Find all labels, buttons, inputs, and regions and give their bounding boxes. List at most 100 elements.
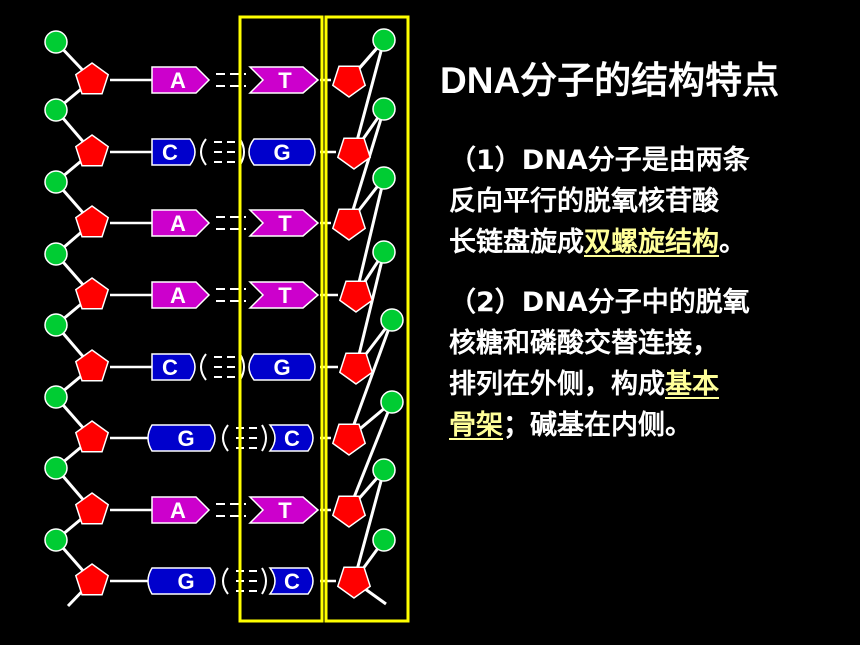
point-1-period: 。 — [719, 227, 746, 258]
deoxyribose-sugar-right — [338, 352, 374, 385]
deoxyribose-sugar-right — [338, 280, 374, 313]
base-edge — [200, 353, 207, 381]
phosphate-right — [372, 528, 396, 552]
phosphate-right — [380, 308, 404, 332]
point-2-line-2: 核糖和磷酸交替连接， — [449, 328, 719, 359]
base-label-right: T — [278, 68, 292, 93]
phosphate-right — [372, 28, 396, 52]
deoxyribose-sugar-right — [336, 137, 372, 170]
base-right-C — [268, 424, 314, 452]
inner-base-frame — [238, 15, 324, 623]
base-edge — [222, 424, 229, 452]
base-left-C — [151, 353, 196, 381]
base-label-left: G — [177, 426, 194, 451]
deoxyribose-sugar-right — [331, 208, 367, 241]
point-2-line-4-text: ；碱基在内侧。 — [503, 410, 692, 441]
base-edge — [200, 138, 207, 166]
deoxyribose-sugar-right — [336, 566, 372, 599]
base-edge — [222, 567, 229, 595]
basic-skeleton-highlight-1: 基本 — [665, 369, 719, 400]
base-label-left: A — [170, 283, 186, 308]
phosphate-left — [44, 242, 68, 266]
deoxyribose-sugar-left — [74, 62, 110, 95]
base-label-left: G — [177, 569, 194, 594]
point-2-line-3-text: 排列在外侧，构成 — [449, 369, 665, 400]
point-1-line-3: 长链盘旋成双螺旋结构。 — [449, 222, 849, 263]
base-label-left: C — [162, 355, 178, 380]
right-backbone-link — [354, 177, 386, 296]
base-label-right: G — [273, 355, 290, 380]
deoxyribose-sugar-right — [331, 423, 367, 456]
base-label-right: C — [284, 426, 300, 451]
right-backbone-link — [354, 251, 386, 368]
phosphate-left — [44, 313, 68, 337]
point-1-line-1: （1）DNA分子是由两条 — [449, 145, 750, 176]
base-left-A — [151, 209, 211, 237]
base-label-right: C — [284, 569, 300, 594]
point-2-line-4: 骨架；碱基在内侧。 — [449, 405, 849, 446]
base-right-T — [248, 66, 320, 94]
double-helix-highlight: 双螺旋结构 — [584, 227, 719, 258]
outer-strand-frame — [324, 15, 410, 623]
base-right-G — [248, 353, 316, 381]
right-backbone-link — [347, 108, 386, 224]
base-label-left: A — [170, 211, 186, 236]
base-left-C — [151, 138, 196, 166]
deoxyribose-sugar-left — [74, 492, 110, 525]
base-left-G — [147, 567, 216, 595]
deoxyribose-sugar-left — [74, 420, 110, 453]
base-left-A — [151, 496, 211, 524]
base-left-A — [151, 66, 211, 94]
point-2-line-1: （2）DNA分子中的脱氧 — [449, 287, 750, 318]
right-backbone-link — [347, 401, 394, 511]
deoxyribose-sugar-left — [74, 563, 110, 596]
deoxyribose-sugar-left — [74, 349, 110, 382]
point-1-line-3-text: 长链盘旋成 — [449, 227, 584, 258]
base-left-A — [151, 281, 211, 309]
phosphate-left — [44, 385, 68, 409]
base-edge — [261, 567, 267, 595]
base-label-left: A — [170, 498, 186, 523]
point-1-text: （1）DNA分子是由两条 反向平行的脱氧核苷酸 长链盘旋成双螺旋结构。 — [449, 140, 849, 263]
base-left-G — [147, 424, 216, 452]
phosphate-left — [44, 528, 68, 552]
deoxyribose-sugar-right — [331, 65, 367, 98]
base-right-T — [248, 496, 320, 524]
base-label-left: A — [170, 68, 186, 93]
slide-title: DNA分子的结构特点 — [440, 60, 780, 101]
phosphate-right — [372, 97, 396, 121]
base-label-right: G — [273, 140, 290, 165]
deoxyribose-sugar-left — [74, 205, 110, 238]
base-label-right: T — [278, 283, 292, 308]
phosphate-right — [372, 458, 396, 482]
phosphate-left — [44, 170, 68, 194]
base-right-C — [268, 567, 314, 595]
deoxyribose-sugar-left — [74, 277, 110, 310]
right-backbone-link — [352, 469, 386, 582]
deoxyribose-sugar-right — [331, 495, 367, 528]
base-label-right: T — [278, 211, 292, 236]
phosphate-right — [372, 240, 396, 264]
point-2-line-3: 排列在外侧，构成基本 — [449, 364, 849, 405]
right-backbone-link — [347, 319, 394, 439]
phosphate-left — [44, 98, 68, 122]
phosphate-right — [372, 166, 396, 190]
point-2-text: （2）DNA分子中的脱氧 核糖和磷酸交替连接， 排列在外侧，构成基本 骨架；碱基… — [449, 282, 849, 446]
base-label-right: T — [278, 498, 292, 523]
phosphate-left — [44, 30, 68, 54]
base-right-G — [248, 138, 316, 166]
basic-skeleton-highlight-2: 骨架 — [449, 410, 503, 441]
phosphate-right — [380, 390, 404, 414]
deoxyribose-sugar-left — [74, 134, 110, 167]
base-right-T — [248, 281, 320, 309]
